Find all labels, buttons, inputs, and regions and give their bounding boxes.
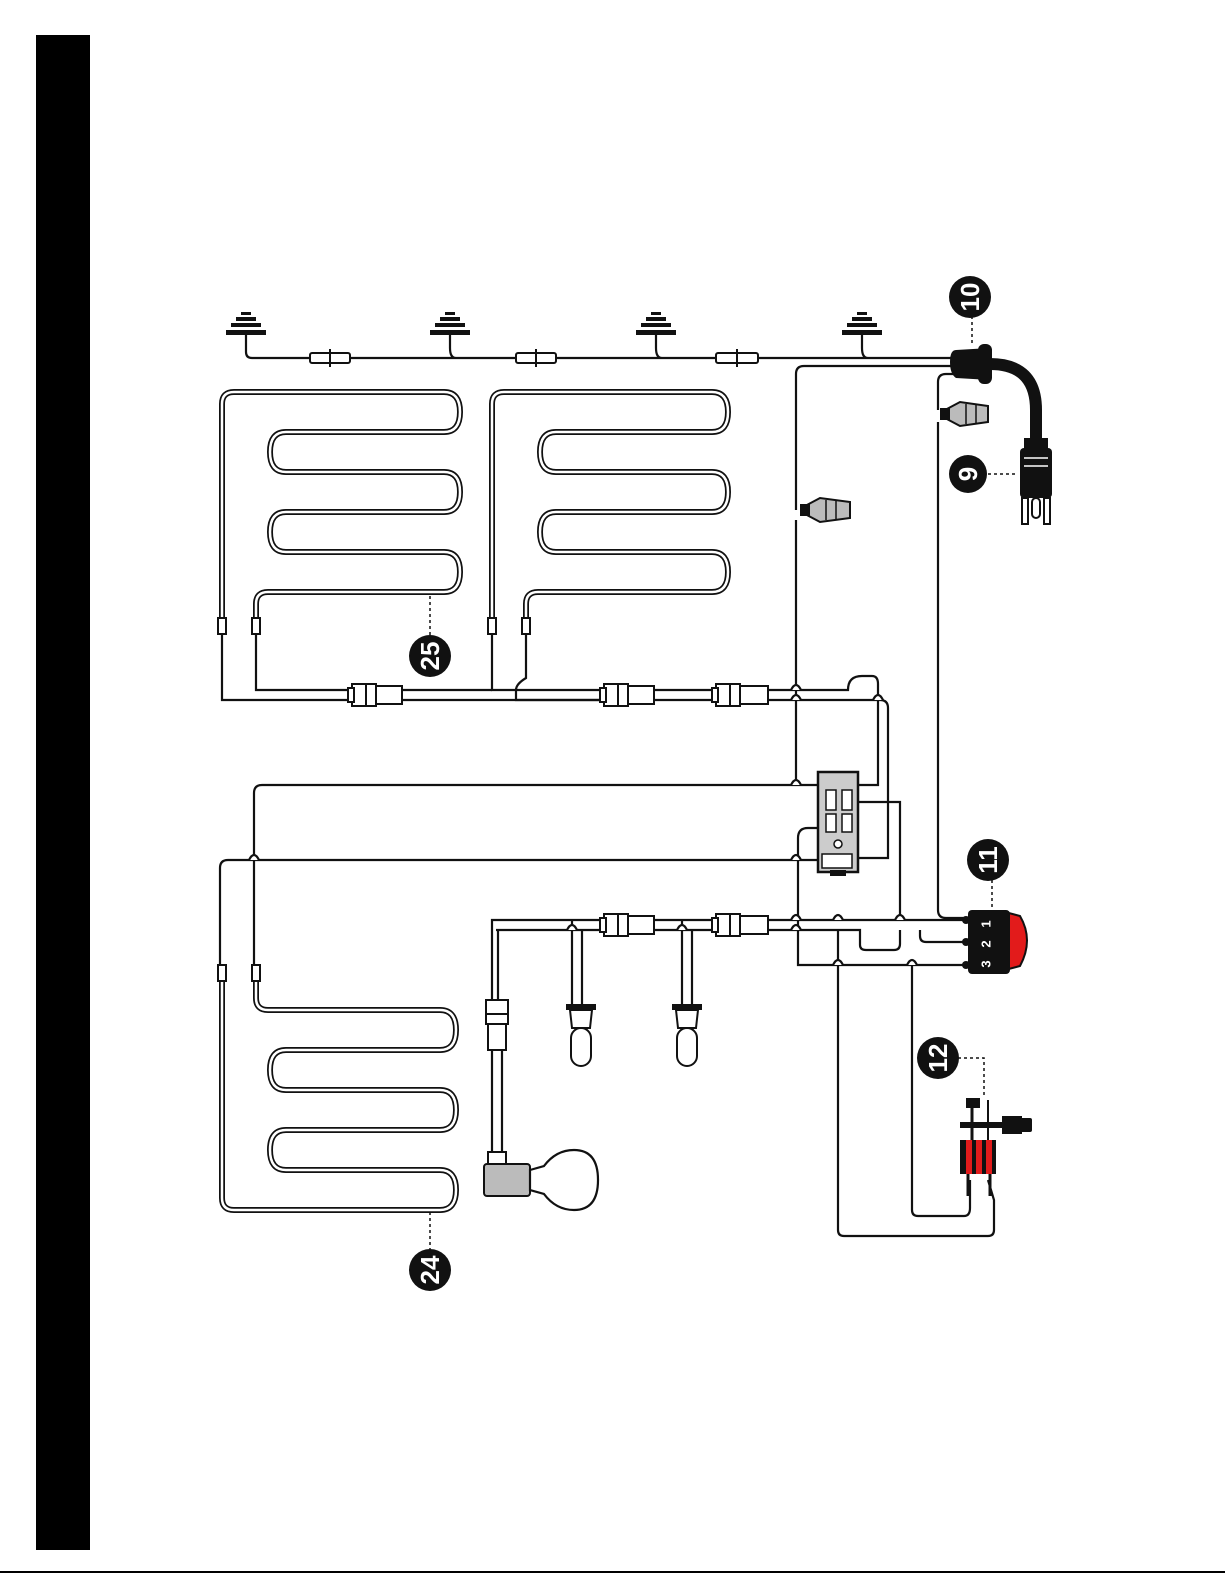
heating-element-25a bbox=[222, 392, 460, 625]
small-bulb-2 bbox=[672, 1004, 702, 1066]
connector-lamp bbox=[486, 1000, 508, 1050]
indicator-light-4 bbox=[842, 312, 882, 335]
callout-9: 9 bbox=[949, 455, 987, 493]
heating-element-25b bbox=[492, 392, 728, 625]
rocker-switch: 1 2 3 bbox=[962, 910, 1027, 974]
callout-11: 11 bbox=[967, 839, 1009, 881]
relay-block bbox=[818, 772, 858, 876]
callout-12-label: 12 bbox=[923, 1044, 953, 1073]
switch-terminal-3: 3 bbox=[979, 960, 994, 967]
connector-e bbox=[712, 914, 768, 936]
callout-10: 10 bbox=[949, 276, 991, 318]
callout-24: 24 bbox=[409, 1249, 451, 1291]
switch-terminal-1: 1 bbox=[979, 920, 994, 927]
indicator-light-2 bbox=[430, 312, 470, 335]
indicator-light-3 bbox=[636, 312, 676, 335]
large-lamp bbox=[484, 1150, 598, 1210]
callout-25: 25 bbox=[409, 635, 451, 677]
connector-b bbox=[600, 684, 654, 706]
power-plug-icon bbox=[1020, 438, 1052, 524]
callout-24-label: 24 bbox=[415, 1255, 445, 1284]
callout-12: 12 bbox=[917, 1037, 959, 1079]
callout-25-label: 25 bbox=[415, 642, 445, 671]
switch-terminal-2: 2 bbox=[979, 940, 994, 947]
connector-d bbox=[600, 914, 654, 936]
connector-c bbox=[712, 684, 768, 706]
callout-10-label: 10 bbox=[955, 283, 985, 312]
callout-11-label: 11 bbox=[973, 846, 1003, 874]
wire-nut-2 bbox=[940, 402, 988, 426]
small-bulb-1 bbox=[566, 1004, 596, 1066]
wire-nut-1 bbox=[800, 498, 850, 522]
coil-lead-sleeves bbox=[218, 618, 530, 981]
harness-connectors bbox=[348, 684, 768, 1050]
indicator-light-1 bbox=[226, 312, 266, 335]
callout-9-label: 9 bbox=[953, 467, 983, 481]
connector-a bbox=[348, 684, 402, 706]
